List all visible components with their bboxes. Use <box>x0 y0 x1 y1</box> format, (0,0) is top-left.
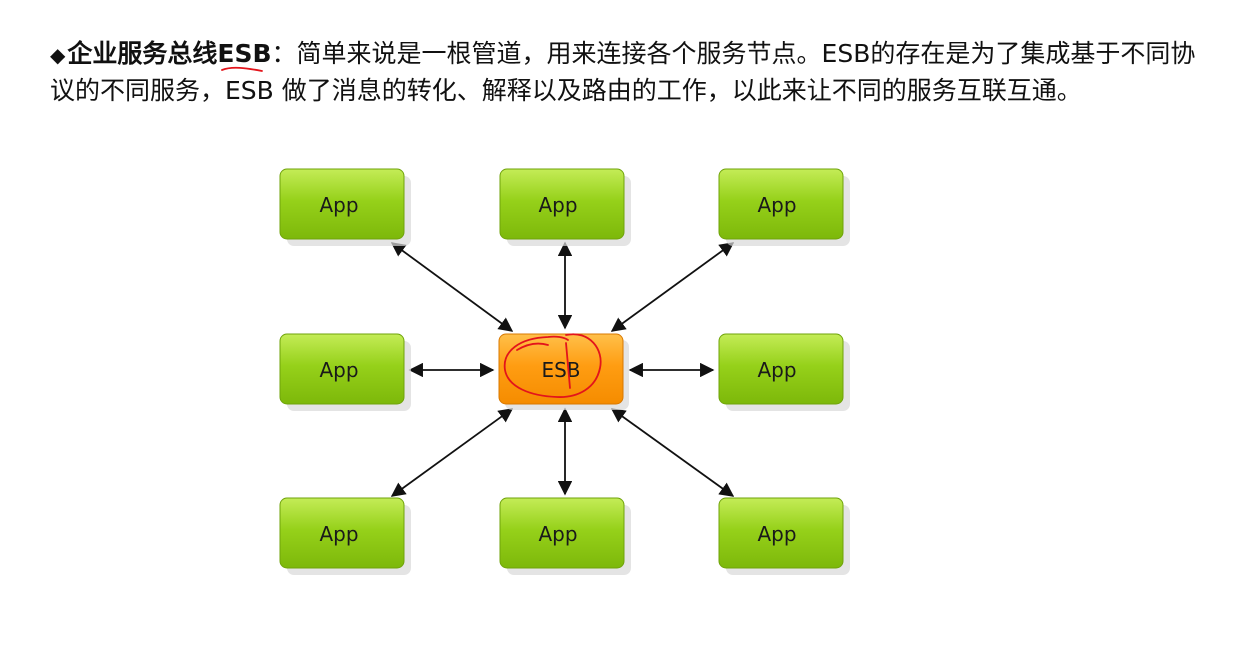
connectors <box>390 241 735 497</box>
esb-tick-mark <box>516 342 549 351</box>
app-node-label: App <box>319 358 358 382</box>
connector-top-left <box>390 242 514 332</box>
esb-circle-mark <box>503 333 602 398</box>
app-node-bottom: App <box>499 497 631 575</box>
esb-strike-mark <box>565 342 571 389</box>
intro-paragraph: ◆企业服务总线ESB：简单来说是一根管道，用来连接各个服务节点。ESB的存在是为… <box>50 36 1200 108</box>
app-node-label: App <box>319 522 358 546</box>
red-annotations <box>221 66 602 398</box>
app-node-label: App <box>538 193 577 217</box>
connector-top-right <box>610 242 735 332</box>
esb-term: 企业服务总线ESB <box>67 39 272 68</box>
app-node-bottom-right: App <box>718 497 850 575</box>
esb-hub-label: ESB <box>541 358 580 382</box>
app-node-label: App <box>319 193 358 217</box>
app-node-bottom-left: App <box>279 497 411 575</box>
app-node-label: App <box>757 522 796 546</box>
app-node-left: App <box>279 333 411 411</box>
underline-mark <box>221 66 263 72</box>
connector-bottom-left <box>390 408 514 497</box>
app-node-label: App <box>538 522 577 546</box>
intro-text: ：简单来说是一根管道，用来连接各个服务节点。ESB的存在是为了集成基于不同协议的… <box>50 39 1196 105</box>
app-node-label: App <box>757 358 796 382</box>
app-node-top-right: App <box>718 168 850 246</box>
app-node-right: App <box>718 333 850 411</box>
app-node-top-left: App <box>279 168 411 246</box>
esb-hub-node: ESB <box>498 333 629 410</box>
app-node-top: App <box>499 168 631 246</box>
app-node-label: App <box>757 193 796 217</box>
connector-bottom-right <box>610 408 735 497</box>
diamond-bullet-icon: ◆ <box>50 43 66 67</box>
